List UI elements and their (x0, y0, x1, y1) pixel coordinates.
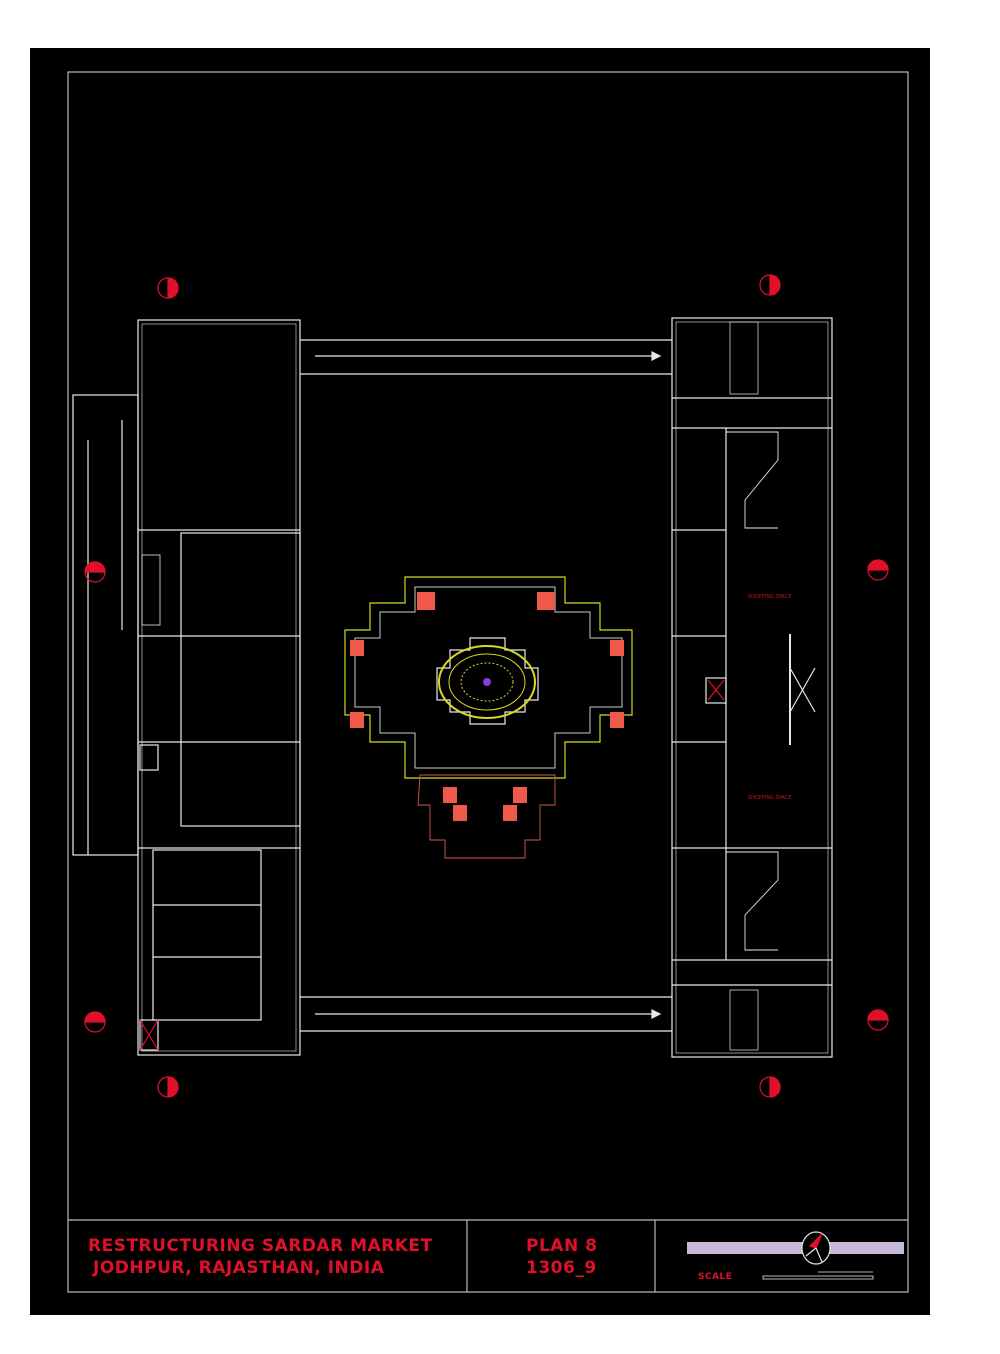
section-marker-icon (157, 277, 179, 299)
scale-label: SCALE (698, 1272, 733, 1282)
section-marker-icon (759, 274, 781, 296)
room-label: SHOPPING SPACE (748, 594, 792, 600)
scale-band (687, 1242, 904, 1254)
section-marker-icon (759, 1076, 781, 1098)
left-building-block (72, 319, 301, 1056)
sheet-border (67, 71, 909, 1293)
north-arrow-icon (801, 1231, 831, 1265)
bridge-bottom (300, 996, 672, 1032)
section-markers (84, 274, 889, 1098)
bridge-top (300, 339, 672, 375)
project-location: JODHPUR, RAJASTHAN, INDIA (93, 1258, 385, 1278)
section-marker-icon (157, 1076, 179, 1098)
drawing-number: 1306_9 (526, 1258, 597, 1278)
project-title: RESTRUCTURING SARDAR MARKET (88, 1236, 433, 1256)
room-label: SHOPPING SPACE (748, 795, 792, 801)
right-building-block (671, 317, 833, 1058)
central-pavilion (344, 576, 633, 859)
plan-label: PLAN 8 (526, 1236, 598, 1256)
drawing-sheet (30, 48, 930, 1315)
section-marker-icon (84, 561, 106, 583)
section-marker-icon (84, 1011, 106, 1033)
section-marker-icon (867, 1009, 889, 1031)
section-marker-icon (867, 559, 889, 581)
scale-bar (762, 1271, 874, 1280)
